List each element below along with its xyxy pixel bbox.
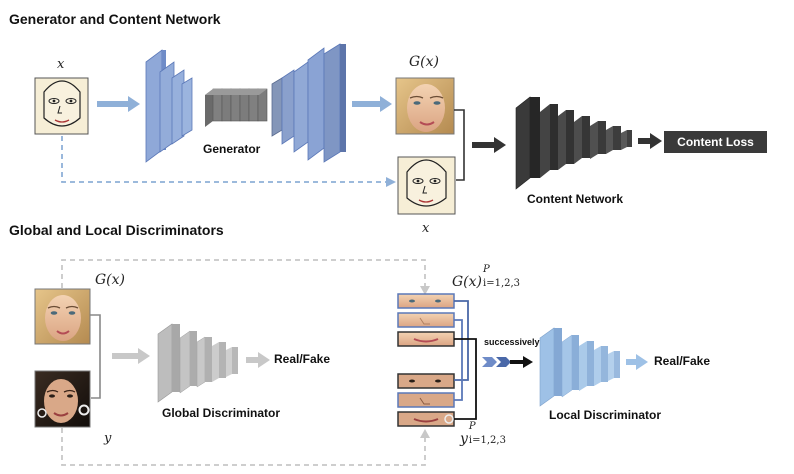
generated-face-image [395, 77, 455, 135]
y-patch-strips [397, 373, 455, 427]
label-successively: successively [484, 337, 540, 347]
arrowhead-to-global-discriminator [138, 348, 150, 364]
label-x-input: x [57, 57, 65, 72]
gx-patch-strips [397, 293, 455, 347]
sketch-copy-image [397, 156, 456, 215]
dashed-frame-top [61, 259, 426, 288]
label-y-patches-sup: P [468, 421, 476, 432]
arrowhead-to-gx [380, 96, 392, 112]
label-gx-global: G(x) [95, 272, 126, 288]
label-real-fake-local: Real/Fake [654, 354, 711, 368]
section-title-discriminators: Global and Local Discriminators [9, 222, 224, 238]
generator-network [145, 43, 346, 163]
dashed-skip-arrowhead [386, 177, 396, 187]
dashed-frame-top-arrowhead [420, 286, 430, 295]
successively-arrows [482, 356, 533, 368]
label-generator: Generator [203, 142, 261, 156]
generated-face-global [34, 288, 91, 345]
label-y-patches-base: y [460, 431, 468, 447]
label-gx-patches-base: G(x) [452, 274, 483, 290]
arrowhead-global-real-fake [258, 352, 270, 368]
pair-bracket-top [454, 109, 465, 181]
dashed-frame-bottom [61, 428, 426, 466]
content-network [515, 96, 632, 190]
label-x-copy: x [422, 221, 430, 236]
real-face-global [34, 370, 91, 428]
arrowhead-to-generator [128, 96, 140, 112]
label-y-patches-sub: i=1,2,3 [468, 435, 506, 446]
sketch-input-image [34, 77, 89, 135]
arrowhead-local-real-fake [636, 354, 648, 370]
section-title-generator: Generator and Content Network [9, 11, 221, 27]
global-discriminator-network [157, 323, 238, 403]
label-gx-output: G(x) [409, 54, 440, 70]
label-content-network: Content Network [527, 192, 623, 206]
dashed-frame-bottom-arrowhead [420, 429, 430, 438]
arrowhead-to-content-network [494, 137, 506, 153]
dashed-skip-connection [61, 136, 388, 183]
arrowhead-to-content-loss [650, 133, 662, 149]
patch-connectors [454, 300, 477, 420]
label-local-discriminator: Local Discriminator [549, 408, 662, 422]
label-y-global: y [104, 431, 112, 446]
pair-bracket-bottom [90, 314, 101, 399]
content-loss-box: Content Loss [664, 131, 767, 153]
label-gx-patches-sub: i=1,2,3 [483, 278, 521, 289]
label-gx-patches-sup: P [483, 264, 490, 275]
label-global-discriminator: Global Discriminator [162, 406, 281, 420]
label-real-fake-global: Real/Fake [274, 352, 331, 366]
local-discriminator-network [539, 327, 620, 407]
